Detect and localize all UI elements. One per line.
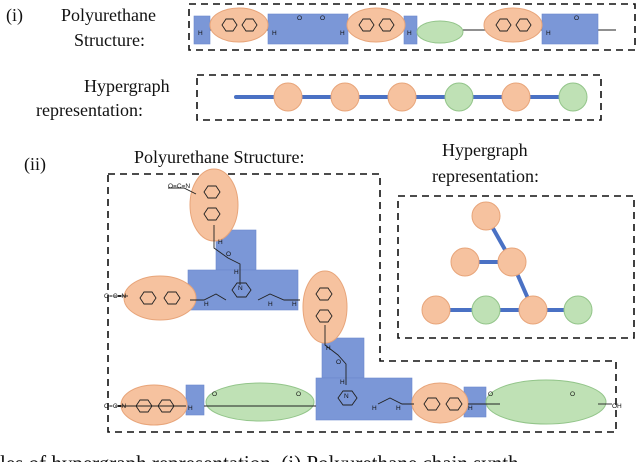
panel-ii-hypergraph-label-line2: representation: [432,166,539,186]
atom-label: O [336,359,341,366]
atom-label: N [238,285,243,292]
triazine-core-segment [315,377,413,421]
chain-hypergraph [234,82,588,112]
hard-segment-node [421,295,451,325]
urethane-segment [193,15,211,45]
isocyanate-label: O=C=N [104,403,126,410]
soft-segment-ellipse [416,20,464,44]
figure-caption: les of hypergraph representation. (i) Po… [0,451,519,462]
hard-segment-node [497,247,527,277]
urethane-segment [321,337,365,379]
panel-i-structure-label-line2: Structure: [74,30,145,50]
atom-label: O [226,251,231,258]
chain-atom-label: H [546,30,551,37]
atom-label: O [212,391,217,398]
panel-i-structure-label-line1: Polyurethane [61,5,156,25]
panel-ii-hypergraph-label-line1: Hypergraph [442,140,528,160]
atom-label: H [204,301,209,308]
hydroxyl-label: OH [612,403,622,410]
soft-segment-node [563,295,593,325]
hard-segment-ellipse [120,384,188,426]
atom-label: H [372,405,377,412]
panel-ii-marker: (ii) [24,154,46,175]
hard-segment-node [471,201,501,231]
atom-label: H [234,269,239,276]
soft-segment-node [558,82,588,112]
isocyanate-label: O=C=N [168,183,190,190]
chain-structure-box [188,3,636,51]
atom-label: H [468,405,473,412]
chain-atom-label: O [297,15,302,22]
soft-segment-ellipse [205,382,315,422]
atom-label: H [268,301,273,308]
hard-segment-node [450,247,480,277]
urethane-segment [267,13,349,45]
hard-segment-ellipse [209,7,269,43]
chain-atom-label: H [198,30,203,37]
hard-segment-node [273,82,303,112]
hard-segment-ellipse [483,7,543,43]
triazine-core-segment [187,269,299,311]
chain-atom-label: O [574,15,579,22]
atom-label: H [292,301,297,308]
panel-i-hypergraph-label-line2: representation: [36,100,143,120]
atom-label: O [296,391,301,398]
hard-segment-ellipse [411,382,469,424]
hard-segment-ellipse [123,275,197,321]
atom-label: H [218,239,223,246]
hard-segment-node [518,295,548,325]
atom-label: H [188,405,193,412]
soft-segment-ellipse [485,379,607,425]
hard-segment-node [330,82,360,112]
panel-i-marker: (i) [6,5,23,26]
hard-segment-node [501,82,531,112]
atom-label: H [340,379,345,386]
atom-label: O [570,391,575,398]
hard-segment-node [387,82,417,112]
atom-label: O [488,391,493,398]
branched-structure-box [107,173,617,433]
panel-ii-structure-label: Polyurethane Structure: [134,147,304,167]
cyclohexyl-rings [135,185,463,413]
panel-i-hypergraph-label-line1: Hypergraph [84,76,170,96]
branched-bonds [114,187,612,407]
chain-atom-label: H [272,30,277,37]
soft-segment-node [471,295,501,325]
chain-atom-label: H [340,30,345,37]
cyclohexyl-rings [221,18,532,32]
chain-atom-label: H [407,30,412,37]
hard-segment-ellipse [346,7,406,43]
urethane-segment [541,13,599,45]
branched-hypergraph-box [397,195,635,339]
atom-label: N [344,393,349,400]
chain-hypergraph-box [196,74,602,121]
atom-label: H [326,345,331,352]
soft-segment-node [444,82,474,112]
branched-hypergraph [421,201,593,325]
atom-label: H [396,405,401,412]
chain-atom-label: O [320,15,325,22]
isocyanate-label: O=C=N [104,293,126,300]
